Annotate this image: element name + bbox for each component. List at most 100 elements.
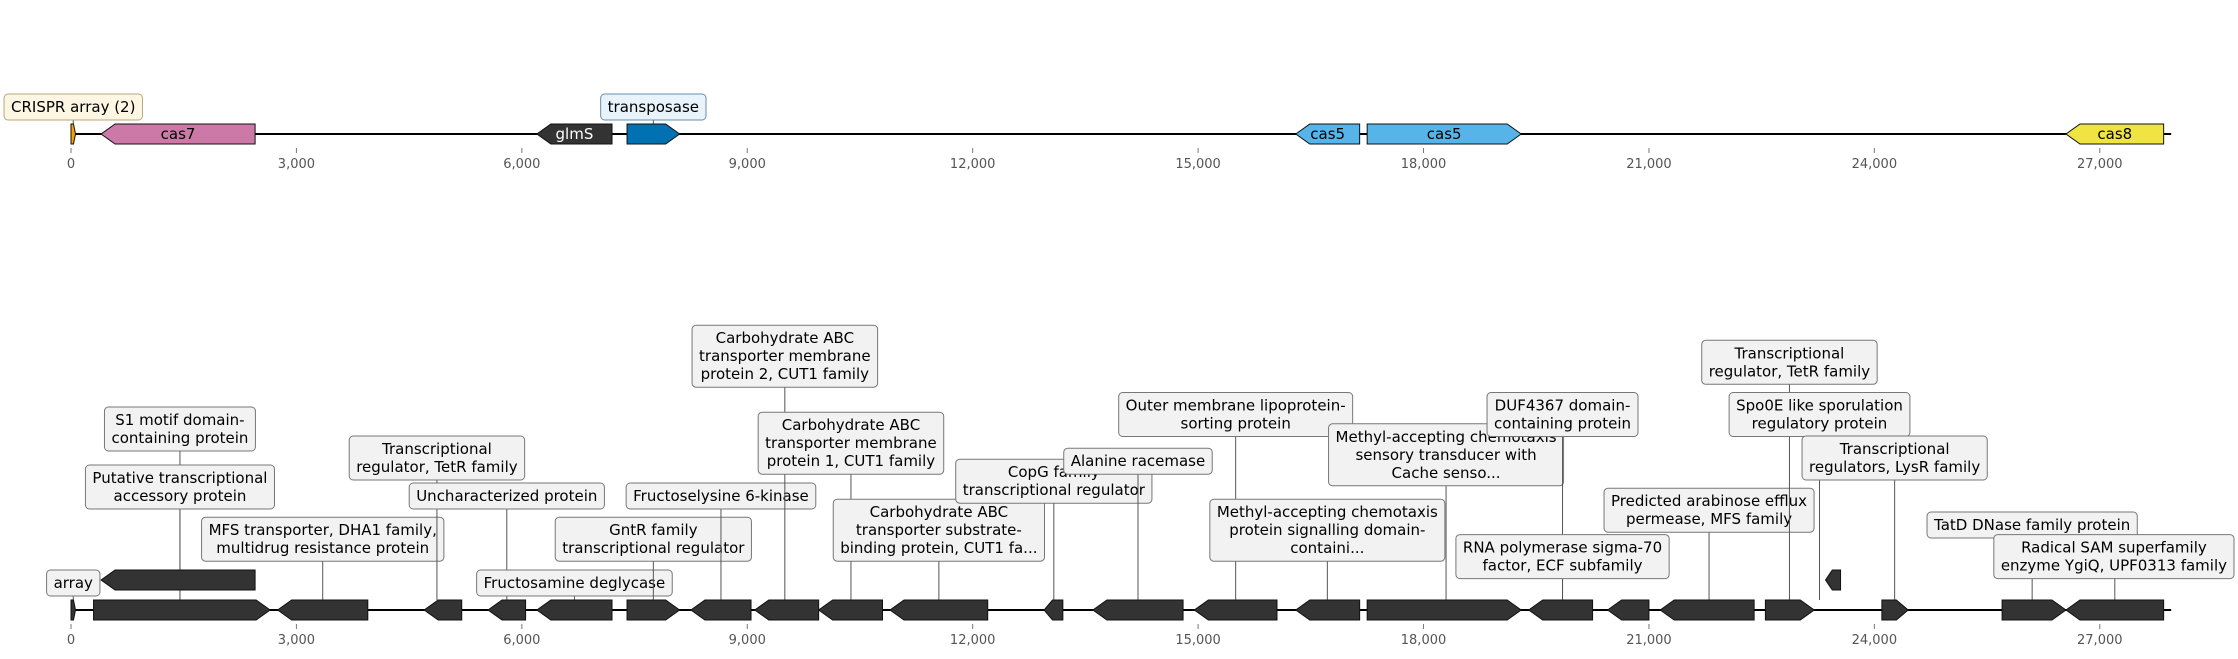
gene-arrow <box>536 599 613 621</box>
callout-frame <box>1486 392 1639 437</box>
callout-frame <box>408 482 605 510</box>
axis-tick-label: 27,000 <box>2077 633 2123 648</box>
axis-tick-label: 3,000 <box>278 157 315 172</box>
callout-frame <box>1701 339 1878 385</box>
callout-text: sorting protein <box>1181 415 1291 433</box>
gene-arrow <box>753 599 820 621</box>
callout-text: Methyl-accepting chemotaxis <box>1217 503 1438 521</box>
gene-arrow <box>93 599 271 621</box>
callout-frame <box>348 435 526 481</box>
callout-text: accessory protein <box>114 487 247 505</box>
callout-text: RNA polymerase sigma-70 <box>1463 539 1662 557</box>
callout-text: regulator, TetR family <box>356 458 518 476</box>
gene-arrow <box>70 599 77 621</box>
callout-text: multidrug resistance protein <box>216 539 429 557</box>
gene-label: glmS <box>556 125 594 143</box>
axis-tick-label: 0 <box>67 157 75 172</box>
callout-text: transcriptional regulator <box>562 539 745 557</box>
callout-text: regulatory protein <box>1752 415 1888 433</box>
callout-text: Outer membrane lipoprotein- <box>1126 397 1346 415</box>
callout-box: Alanine racemase <box>1063 447 1213 475</box>
gene-arrow <box>1366 599 1523 621</box>
gene-arrow <box>100 569 256 591</box>
gene-arrow <box>817 599 884 621</box>
callout-text: Predicted arabinose efflux <box>1611 492 1807 510</box>
gene-arrow <box>1527 599 1594 621</box>
gene-arrow <box>1366 123 1523 145</box>
axis-tick-label: 18,000 <box>1401 633 1447 648</box>
callout-text: transcriptional regulator <box>963 481 1146 499</box>
callout-text: containing protein <box>111 429 248 447</box>
gene-arrow <box>2001 599 2067 621</box>
callout-frame <box>625 482 817 510</box>
callout-text: transporter membrane <box>765 434 937 452</box>
axis-tick-label: 3,000 <box>278 633 315 648</box>
callout-frame <box>103 406 256 452</box>
callout-text: Fructoselysine 6-kinase <box>633 487 809 505</box>
callout-text: MFS transporter, DHA1 family, <box>209 521 437 539</box>
gene-arrow <box>1824 569 1842 591</box>
gene-arrow <box>70 123 77 145</box>
callout-text: protein 2, CUT1 family <box>701 365 870 383</box>
gene-arrow <box>889 599 989 621</box>
gene-arrow <box>2065 123 2165 145</box>
callout-frame <box>3 93 143 121</box>
gene-arrow <box>1606 599 1650 621</box>
axis-tick-label: 0 <box>67 633 75 648</box>
axis-tick-label: 15,000 <box>1175 157 1221 172</box>
axis-tick-label: 6,000 <box>503 157 540 172</box>
callout-text: Carbohydrate ABC <box>870 503 1008 521</box>
callout-text: regulators, LysR family <box>1809 458 1980 476</box>
callout-text: array <box>54 574 93 592</box>
callout-text: Alanine racemase <box>1071 452 1205 470</box>
callout-text: Spo0E like sporulation <box>1736 397 1903 415</box>
gene-arrow <box>690 599 752 621</box>
callout-text: regulator, TetR family <box>1709 362 1871 380</box>
callout-text: DUF4367 domain- <box>1495 397 1631 415</box>
gene-arrow <box>1659 599 1755 621</box>
callout-frame <box>1118 392 1354 437</box>
callout-frame <box>600 93 707 121</box>
gene-arrow <box>1092 599 1184 621</box>
callout-text: enzyme YgiQ, UPF0313 family <box>2001 557 2227 575</box>
callout-text: Carbohydrate ABC <box>716 329 854 347</box>
callout-box: DUF4367 domain-containing protein <box>1486 392 1639 437</box>
gene-label: cas5 <box>1310 125 1345 143</box>
callout-frame <box>1603 487 1815 533</box>
callout-box: S1 motif domain-containing protein <box>103 406 256 452</box>
callout-frame <box>554 516 752 562</box>
callout-text: containing protein <box>1494 415 1631 433</box>
callout-text: Cache senso... <box>1392 464 1501 482</box>
gene-arrow <box>536 123 613 145</box>
callout-text: GntR family <box>609 521 698 539</box>
axis-tick-label: 12,000 <box>950 633 996 648</box>
axis-tick-label: 21,000 <box>1626 633 1672 648</box>
callout-frame <box>476 569 673 597</box>
gene-arrow <box>1043 599 1064 621</box>
callout-frame <box>1993 534 2235 580</box>
callout-text: protein 1, CUT1 family <box>767 452 936 470</box>
gene-arrow <box>2065 599 2165 621</box>
callout-text: TatD DNase family protein <box>1933 516 2130 534</box>
callout-text: Putative transcriptional <box>92 469 267 487</box>
callout-box: Outer membrane lipoprotein-sorting prote… <box>1118 392 1354 437</box>
gene-arrow <box>1294 599 1361 621</box>
callout-text: S1 motif domain- <box>115 411 244 429</box>
axis-tick-label: 24,000 <box>1852 633 1898 648</box>
callout-text: Transcriptional <box>1839 440 1950 458</box>
callout-frame <box>46 569 101 597</box>
callout-text: binding protein, CUT1 fa... <box>840 539 1037 557</box>
axis-tick-label: 24,000 <box>1852 157 1898 172</box>
callout-text: Transcriptional <box>1734 344 1845 362</box>
callout-box: Fructoselysine 6-kinase <box>625 482 817 510</box>
